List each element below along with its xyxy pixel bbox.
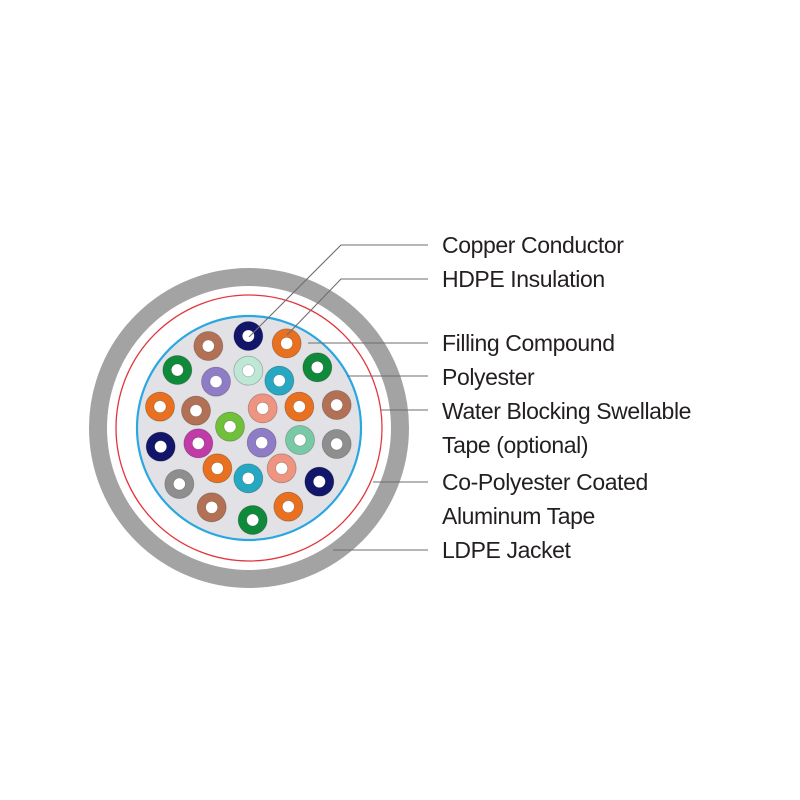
copper-conductor <box>293 433 307 447</box>
copper-conductor <box>242 472 255 485</box>
copper-conductor <box>280 337 293 350</box>
insulated-conductor <box>145 391 175 422</box>
insulated-conductor <box>233 355 264 386</box>
label-ldpe-jacket: LDPE Jacket <box>442 537 571 563</box>
copper-conductor <box>223 420 237 433</box>
insulated-conductor <box>183 428 214 459</box>
copper-conductor <box>192 437 205 450</box>
insulated-conductor <box>237 505 268 535</box>
copper-conductor <box>313 475 326 488</box>
copper-conductor <box>209 375 223 388</box>
insulated-conductor <box>321 390 352 420</box>
copper-conductor <box>242 329 255 343</box>
insulated-conductor <box>215 411 245 442</box>
copper-conductor <box>153 400 167 413</box>
copper-conductor <box>311 361 324 374</box>
label-polyester: Polyester <box>442 364 535 390</box>
insulated-conductor <box>233 321 264 351</box>
insulated-conductor <box>181 395 211 426</box>
aluminum-tape-ring <box>115 294 383 562</box>
copper-conductor <box>154 440 167 453</box>
leader-hdpe-insulation <box>286 278 428 336</box>
copper-conductor <box>255 436 268 449</box>
leader-lines <box>248 244 428 551</box>
insulated-conductor <box>164 469 195 499</box>
copper-conductor <box>189 404 203 417</box>
copper-conductor <box>330 437 343 451</box>
label-water-blocking-line2: Tape (optional) <box>442 432 589 458</box>
insulated-conductor <box>246 427 277 458</box>
copper-conductor <box>293 400 306 413</box>
label-co-polyester-line2: Aluminum Tape <box>442 503 595 529</box>
insulated-conductor <box>247 393 278 424</box>
copper-conductor <box>275 462 288 475</box>
copper-conductor <box>282 500 295 513</box>
copper-conductor <box>246 513 259 527</box>
conductor-group <box>145 321 352 535</box>
insulated-conductor <box>201 366 231 397</box>
insulated-conductor <box>302 352 333 383</box>
copper-conductor <box>173 477 186 491</box>
label-hdpe-insulation: HDPE Insulation <box>442 266 605 292</box>
insulated-conductor <box>304 466 335 497</box>
copper-conductor <box>242 364 255 377</box>
insulated-conductor <box>193 331 224 361</box>
label-co-polyester-line1: Co-Polyester Coated <box>442 469 648 495</box>
insulated-conductor <box>196 492 227 523</box>
insulated-conductor <box>202 453 233 484</box>
copper-conductor <box>273 374 286 387</box>
insulated-conductor <box>285 425 315 455</box>
copper-conductor <box>256 402 269 415</box>
insulated-conductor <box>266 453 297 484</box>
copper-conductor <box>211 462 224 475</box>
insulated-conductor <box>284 391 315 422</box>
insulated-conductor <box>271 328 302 359</box>
label-copper-conductor: Copper Conductor <box>442 232 624 258</box>
insulated-conductor <box>162 355 193 385</box>
insulated-conductor <box>273 491 304 522</box>
copper-conductor <box>205 501 218 514</box>
label-filling-compound: Filling Compound <box>442 330 615 356</box>
copper-conductor <box>202 339 215 353</box>
insulated-conductor <box>233 463 264 494</box>
copper-conductor <box>171 363 184 377</box>
leader-copper-conductor <box>248 244 428 338</box>
ldpe-jacket-ring <box>89 268 409 588</box>
insulated-conductor <box>264 365 295 396</box>
label-water-blocking-line1: Water Blocking Swellable <box>442 398 692 424</box>
copper-conductor <box>330 398 343 412</box>
insulated-conductor <box>321 429 352 459</box>
insulated-conductor <box>145 431 176 462</box>
